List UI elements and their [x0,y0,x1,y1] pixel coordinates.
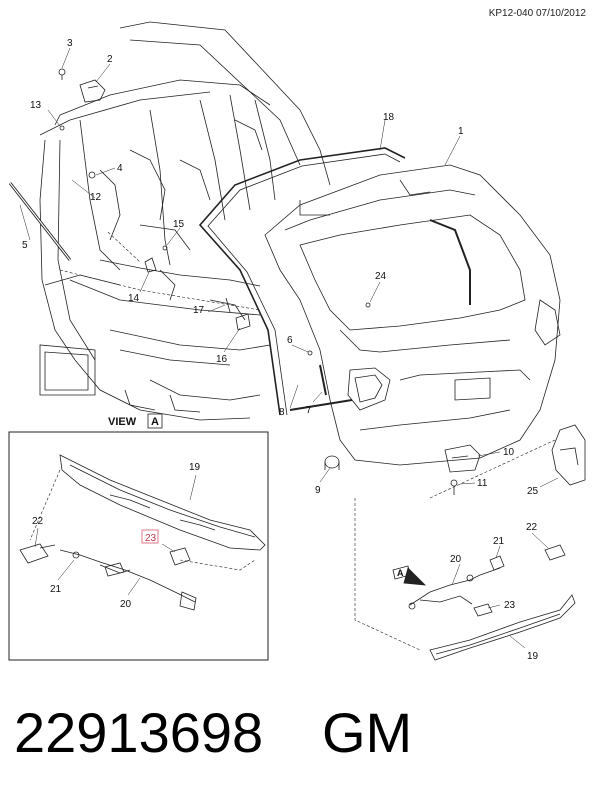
lift-gate-hinge [79,79,106,103]
callout-23: 23 [504,600,516,611]
callout-20: 20 [450,554,462,565]
lower-seal [289,399,353,411]
callout-15: 15 [173,219,185,230]
callout-3: 3 [67,38,73,49]
callout-9: 9 [315,485,321,496]
callout-25: 25 [527,486,539,497]
parts-diagram: VIEW A A 3 2 13 4 12 5 18 1 15 14 17 16 … [8,21,586,662]
fastener-13 [59,125,65,131]
callout-11: 11 [477,478,488,489]
callout-13: 13 [30,100,42,111]
part-number: 22913698 [14,701,264,764]
callout-12: 12 [90,192,102,203]
lift-gate-panel [264,164,561,466]
view-a-box [147,413,163,429]
bracket-14 [144,257,157,273]
highlight-box-23 [141,529,159,544]
callout-16: 16 [216,354,228,365]
callout-7: 7 [306,405,312,416]
callout-19-view: 19 [189,462,201,473]
lift-gate-weatherstrip [198,147,406,416]
callout-19: 19 [527,651,539,662]
view-a-lamp-23 [169,547,191,566]
manufacturer: GM [322,701,413,764]
callout-10: 10 [503,447,515,458]
bracket-16 [235,313,251,331]
fastener-6 [307,350,313,356]
hinge-nut [88,171,96,179]
callout-1: 1 [458,126,464,137]
callout-14: 14 [128,293,140,304]
callout-21-view: 21 [50,584,62,595]
fastener-17 [225,297,231,313]
drawing-code: KP12-040 07/10/2012 [488,8,586,19]
callout-20-view: 20 [120,599,132,610]
view-arrow-letter: A [397,568,404,578]
view-box-letter: A [151,416,159,428]
vehicle-body-outline [39,21,331,421]
lift-gate-latch [444,444,481,473]
side-rod [319,364,327,396]
callout-18: 18 [383,112,395,123]
socket-21-main [489,555,505,571]
applique-panel-main [429,594,576,661]
hinge-bolt [58,68,66,80]
latch-bolt [450,479,458,495]
lamp-22-main [544,544,566,561]
fastener-15 [162,245,168,251]
callout-22-view: 22 [32,516,44,527]
view-a-frame [8,431,269,661]
callout-2: 2 [107,54,113,65]
wiring-harness-main [408,567,501,610]
callout-6: 6 [287,335,293,346]
view-a-harness [59,549,197,611]
view-a-lamp-22 [19,543,56,564]
striker [551,424,586,486]
license-lamp-23-main [473,603,493,617]
callout-17: 17 [193,305,205,316]
lift-gate-strut [8,182,72,261]
callout-21: 21 [493,536,505,547]
callout-5: 5 [22,240,28,251]
callout-23-view: 23 [145,533,157,544]
callout-8: 8 [279,407,285,418]
gate-bumper [324,455,340,470]
view-a-applique [59,454,266,551]
fastener-24 [365,302,371,308]
callout-24: 24 [375,271,387,282]
view-arrow-a [392,565,427,586]
callout-22: 22 [526,522,538,533]
callout-4: 4 [117,163,123,174]
view-label: VIEW [108,416,137,428]
